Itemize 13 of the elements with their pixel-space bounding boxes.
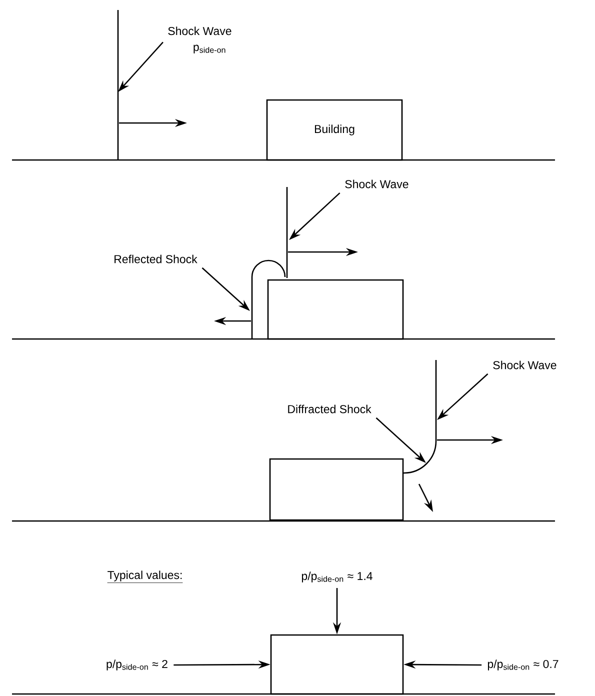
building-box: Building	[266, 99, 403, 161]
callout-text: Reflected Shock	[114, 254, 198, 264]
building-box	[270, 634, 404, 695]
callout-text: p/p$_{side-on}$ ≈ 2	[106, 660, 168, 670]
callout-text: p/p$_{side-on}$ ≈ 1.4	[302, 572, 372, 582]
callout-text: p/p$_{side-on}$ ≈ 0.7	[488, 660, 558, 670]
building-box	[269, 458, 404, 521]
heading-text: Typical values:	[107, 570, 183, 583]
callout-text: Diffracted Shock	[288, 404, 372, 414]
callout-text: Shock Wave	[345, 180, 408, 188]
callout-text: Shock Wave p$_{side-on}$	[168, 26, 232, 54]
building-box	[267, 279, 404, 340]
callout-text: Shock Wave	[493, 360, 556, 370]
